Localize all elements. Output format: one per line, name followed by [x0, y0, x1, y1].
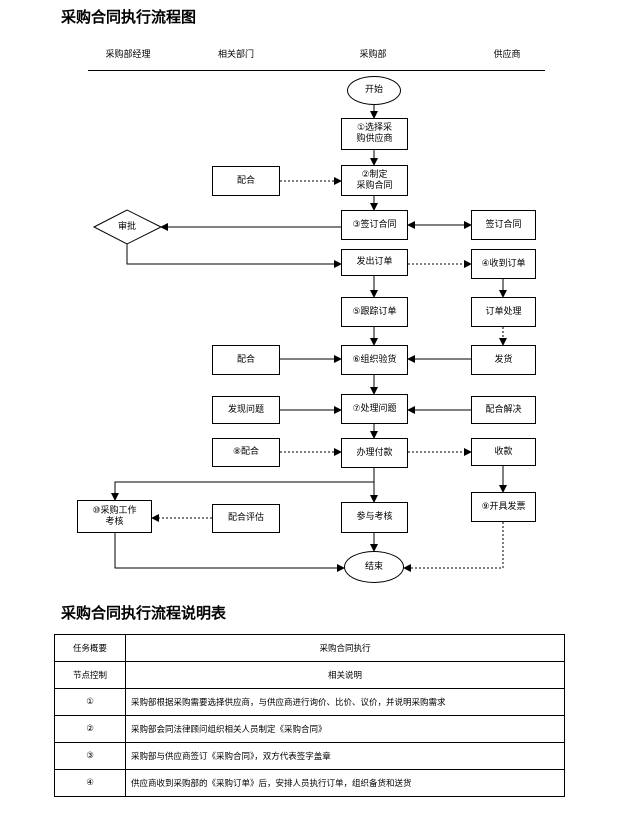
- track-order-box: ⑤跟踪订单: [341, 297, 408, 327]
- table-cell: 节点控制: [54, 661, 126, 689]
- lane-header-divider: [88, 70, 545, 71]
- select-supplier-box: ①选择采 购供应商: [341, 118, 408, 150]
- table-row: ① 采购部根据采购需要选择供应商，与供应商进行询价、比价、议价，并说明采购需求: [54, 688, 565, 716]
- table-cell: ④: [54, 769, 126, 797]
- order-process-box: 订单处理: [471, 297, 536, 327]
- table-cell: 采购部与供应商签订《采购合同》，双方代表签字盖章: [125, 742, 565, 770]
- draft-contract-box: ②制定 采购合同: [341, 165, 408, 196]
- assessment-box: ⑩采购工作 考核: [77, 500, 152, 533]
- arrow-invoice-to-end: [403, 522, 504, 572]
- join-assessment-box: 参与考核: [341, 502, 408, 533]
- lane-purchasing-manager: 采购部经理: [105, 50, 151, 60]
- organize-inspection-box: ⑥组织验货: [341, 345, 408, 375]
- supplier-sign-box: 签订合同: [471, 210, 536, 240]
- table-cell: 采购部会同法律顾问组织相关人员制定《采购合同》: [125, 715, 565, 743]
- table-cell: ③: [54, 742, 126, 770]
- find-problem-box: 发现问题: [212, 396, 280, 424]
- table-cell: 相关说明: [125, 661, 565, 689]
- arrow-pay-to-assessment: [111, 481, 374, 501]
- cooperate-eval-box: 配合评估: [212, 504, 280, 533]
- issue-invoice-box: ⑨开具发票: [471, 492, 536, 522]
- approve-diamond: [92, 209, 163, 245]
- cooperate-solve-box: 配合解决: [471, 396, 536, 424]
- cooperate-box-3: ⑧配合: [212, 438, 280, 467]
- table-cell: ②: [54, 715, 126, 743]
- receive-order-box: ④收到订单: [471, 249, 536, 279]
- handle-problem-box: ⑦处理问题: [341, 394, 408, 424]
- description-table: 任务概要 采购合同执行 节点控制 相关说明 ① 采购部根据采购需要选择供应商，与…: [54, 634, 565, 797]
- table-row: ④ 供应商收到采购部的《采购订单》后，安排人员执行订单，组织备货和送货: [54, 769, 565, 797]
- table-cell: 采购部根据采购需要选择供应商，与供应商进行询价、比价、议价，并说明采购需求: [125, 688, 565, 716]
- lane-related-departments: 相关部门: [217, 50, 255, 60]
- sign-contract-box: ③签订合同: [341, 210, 408, 240]
- table-row: ③ 采购部与供应商签订《采购合同》，双方代表签字盖章: [54, 742, 565, 770]
- ship-box: 发货: [471, 345, 536, 375]
- table-cell: 采购合同执行: [125, 634, 565, 662]
- table-cell: 供应商收到采购部的《采购订单》后，安排人员执行订单，组织备货和送货: [125, 769, 565, 797]
- table-title: 采购合同执行流程说明表: [61, 604, 227, 622]
- collect-payment-box: 收款: [471, 438, 536, 466]
- start-node: 开始: [347, 76, 401, 105]
- table-row: ② 采购部会同法律顾问组织相关人员制定《采购合同》: [54, 715, 565, 743]
- end-node: 结束: [344, 551, 404, 583]
- chart-title: 采购合同执行流程图: [61, 8, 197, 26]
- table-cell: 任务概要: [54, 634, 126, 662]
- cooperate-box-1: 配合: [212, 166, 280, 196]
- handle-payment-box: 办理付款: [341, 438, 408, 468]
- arrow-approve-to-issue: [126, 244, 342, 268]
- table-row: 任务概要 采购合同执行: [54, 634, 565, 662]
- flow-connectors: [92, 105, 507, 572]
- issue-order-box: 发出订单: [341, 249, 408, 276]
- lane-purchasing-department: 采购部: [359, 50, 387, 60]
- table-cell: ①: [54, 688, 126, 716]
- lane-supplier: 供应商: [493, 50, 521, 60]
- table-row: 节点控制 相关说明: [54, 661, 565, 689]
- cooperate-box-2: 配合: [212, 345, 280, 375]
- arrow-assessment-to-end: [114, 533, 345, 572]
- approve-label: 审批: [117, 221, 136, 232]
